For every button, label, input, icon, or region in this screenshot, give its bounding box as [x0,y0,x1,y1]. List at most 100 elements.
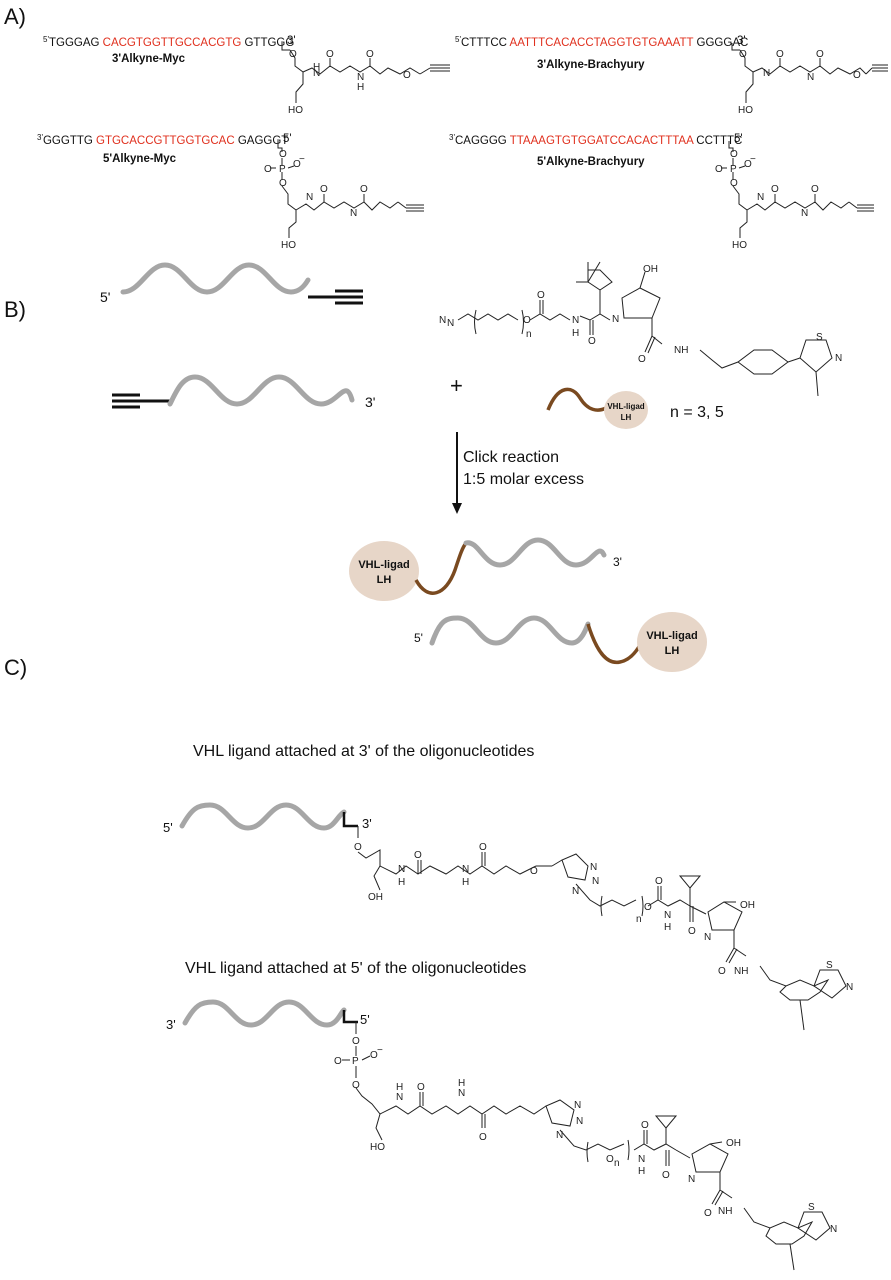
vhl-ligand-cartoon-small: VHL-ligad LH [546,387,648,429]
atom-s: S [816,332,823,343]
atom-p: P [352,1056,359,1067]
atom-o: O [354,842,362,853]
atom-n: N [590,862,597,873]
c5-wave [182,999,347,1028]
alkyne-triple-bond-icon [335,289,363,305]
oligo-bottom-3prime: 3' [365,394,375,410]
atom-nh: NH [718,1206,732,1217]
oligo-5-alkyne-myc: 3'GGGTTG GTGCACCGTTGGTGCAC GAGGGT 5' 5'A… [37,133,424,251]
atom-s: S [808,1202,815,1213]
atom-n: N [576,1116,583,1127]
atom-p: P [730,164,737,175]
product-ligand-5prime: 5' VHL-ligad LH [414,612,707,672]
atom-o: O [744,159,752,170]
product1-wave [463,537,607,568]
atom-o: O [417,1082,425,1093]
atom-o: O [264,164,272,175]
product-ligand-3prime: VHL-ligad LH 3' [349,537,622,601]
atom-n-repeat: n [526,329,532,340]
linker-structure-brachy5 [721,141,874,238]
atom-n: N [306,192,313,203]
atom-h: H [398,877,405,888]
atom-nh: NH [734,966,748,977]
atom-n: N [612,314,619,325]
atom-h: H [664,922,671,933]
ligand-small-label-2: LH [621,413,632,422]
atom-o: O [606,1154,614,1165]
alkyne-triple-bond-icon [112,393,140,409]
atom-azide-sub: N [447,318,454,329]
atom-n: N [396,1092,403,1103]
atom-charge: − [750,154,756,165]
ligand-label-1: VHL-ligad [358,559,409,571]
atom-charge: − [299,154,305,165]
atom-h: H [396,1082,403,1093]
oligo-5-alkyne-brachyury: 3'CAGGGG TTAAAGTGTGGATCCACACTTTAA CCTTTC… [449,133,874,251]
atom-h: H [458,1078,465,1089]
atom-n: N [574,1100,581,1111]
name-brachy5: 5'Alkyne-Brachyury [537,156,645,168]
atom-o: O [293,159,301,170]
c5-start-label: 3' [166,1017,176,1032]
atom-o: O [853,70,861,81]
atom-n: N [572,315,579,326]
name-myc5: 5'Alkyne-Myc [103,153,177,165]
n-values-label: n = 3, 5 [670,404,724,421]
atom-ho: HO [732,240,747,251]
atom-h: H [357,82,364,93]
atom-n: N [763,68,770,79]
linker-structure-myc3 [281,43,450,103]
atom-h: H [572,328,579,339]
atom-n: N [458,1088,465,1099]
reaction-label-line1: Click reaction [463,449,559,466]
atom-s: S [826,960,833,971]
conjugate-5prime: 3' 5' O [166,999,837,1271]
atom-o: O [334,1056,342,1067]
atom-n: N [757,192,764,203]
atom-o: O [730,149,738,160]
atom-o: O [638,354,646,365]
atom-o: O [816,49,824,60]
oligo-3-alkyne-myc: 5'TGGGAG CACGTGGTTGCCACGTG GTTGGG 3' 3'A… [43,35,450,116]
oligo-top-5prime: 5' [100,289,110,305]
panel-label-b: B) [4,297,26,322]
prime-end-brachy5: 5' [734,133,743,145]
atom-nh: NH [674,345,688,356]
ligand-small-linker [546,387,607,412]
c3-end-label: 3' [362,816,372,831]
atom-n: N [688,1174,695,1185]
atom-o: O [655,876,663,887]
atom-o: O [644,902,652,913]
panel-label-a: A) [4,4,26,29]
atom-o: O [414,850,422,861]
prime-end-brachy3: 3' [737,35,746,47]
atom-o: O [370,1050,378,1061]
atom-o: O [704,1208,712,1219]
linker-structure-myc5 [270,141,424,238]
atom-n-repeat: n [614,1158,620,1169]
atom-o: O [352,1080,360,1091]
product2-5prime: 5' [414,631,423,645]
atom-n: N [357,72,364,83]
atom-n: N [572,886,579,897]
name-brachy3: 3'Alkyne-Brachyury [537,59,645,71]
prime-end-myc5: 5' [283,133,292,145]
atom-n: N [350,208,357,219]
product2-linker [586,623,642,665]
atom-o: O [320,184,328,195]
oligo-3-alkyne-brachyury: 5'CTTTCC AATTTCACACCTAGGTGTGAAATT GGGGAC… [455,35,888,116]
atom-ho: HO [370,1142,385,1153]
atom-oh: OH [740,900,755,911]
atom-o: O [479,1132,487,1143]
atom-o: O [718,966,726,977]
c3-start-label: 5' [163,820,173,835]
atom-n-repeat: n [636,914,642,925]
atom-oh: OH [726,1138,741,1149]
atom-n: N [313,68,320,79]
atom-o: O [588,336,596,347]
oligo-bottom-wave [167,374,355,407]
atom-o: O [730,178,738,189]
c5-end-label: 5' [360,1012,370,1027]
atom-n: N [807,72,814,83]
